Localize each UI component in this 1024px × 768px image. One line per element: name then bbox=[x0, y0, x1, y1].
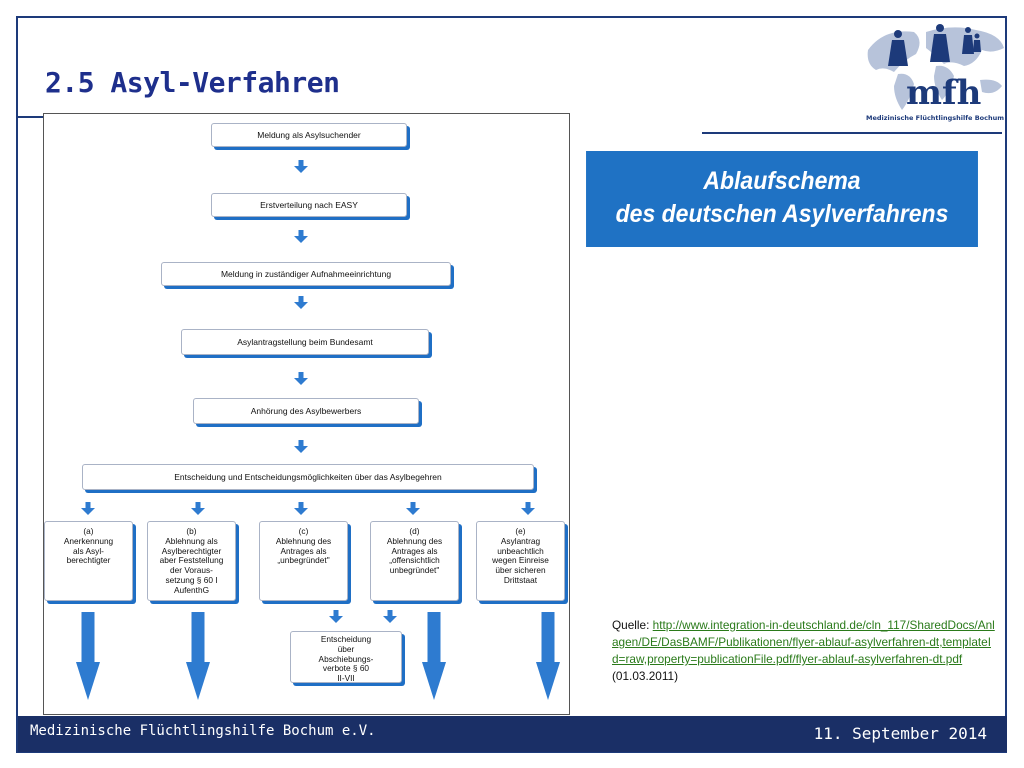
mfh-logo bbox=[867, 24, 1004, 110]
footer-organization: Medizinische Flüchtlingshilfe Bochum e.V… bbox=[30, 723, 376, 739]
flowchart-panel: Meldung als Asylsuchender Erstverteilung… bbox=[43, 113, 570, 715]
step-entscheidung: Entscheidung und Entscheidungsmöglichkei… bbox=[82, 464, 534, 490]
arrow-4 bbox=[294, 372, 308, 385]
outcome-e: (e) Asylantrag unbeachtlich wegen Einrei… bbox=[476, 521, 565, 601]
source-link[interactable]: http://www.integration-in-deutschland.de… bbox=[612, 618, 995, 666]
long-arrow-e bbox=[536, 612, 560, 700]
slide-title: 2.5 Asyl-Verfahren bbox=[45, 66, 340, 99]
step-meldung: Meldung als Asylsuchender bbox=[211, 123, 407, 147]
footer-date: 11. September 2014 bbox=[813, 724, 987, 743]
title-banner: Ablaufschema des deutschen Asylverfahren… bbox=[586, 151, 978, 247]
long-arrow-a bbox=[76, 612, 100, 700]
long-arrow-b bbox=[186, 612, 210, 700]
arrow-d-to-final bbox=[383, 610, 397, 623]
step-aufnahmeeinrichtung: Meldung in zuständiger Aufnahmeeinrichtu… bbox=[161, 262, 451, 286]
arrow-to-a bbox=[81, 502, 95, 515]
arrow-2 bbox=[294, 230, 308, 243]
arrow-c-to-final bbox=[329, 610, 343, 623]
banner-line-2: des deutschen Asylverfahrens bbox=[615, 200, 949, 228]
logo-wordmark: mfh bbox=[906, 73, 982, 113]
outcome-b: (b) Ablehnung als Asylberechtigter aber … bbox=[147, 521, 236, 601]
step-asylantragstellung: Asylantragstellung beim Bundesamt bbox=[181, 329, 429, 355]
arrow-to-d bbox=[406, 502, 420, 515]
banner-rule bbox=[702, 132, 1002, 134]
footer-bar: Medizinische Flüchtlingshilfe Bochum e.V… bbox=[18, 716, 1007, 752]
outcome-c: (c) Ablehnung des Antrages als „unbegrün… bbox=[259, 521, 348, 601]
step-erstverteilung: Erstverteilung nach EASY bbox=[211, 193, 407, 217]
source-note: Quelle: http://www.integration-in-deutsc… bbox=[612, 617, 997, 685]
source-label: Quelle: bbox=[612, 618, 650, 632]
arrow-5 bbox=[294, 440, 308, 453]
banner-line-1: Ablaufschema bbox=[703, 167, 861, 195]
long-arrow-d bbox=[422, 612, 446, 700]
arrow-3 bbox=[294, 296, 308, 309]
source-date: (01.03.2011) bbox=[612, 669, 679, 683]
final-abschiebungsverbote: Entscheidung über Abschiebungs- verbote … bbox=[290, 631, 402, 683]
logo-caption: Medizinische Flüchtlingshilfe Bochum bbox=[866, 114, 1005, 122]
arrow-to-b bbox=[191, 502, 205, 515]
arrow-to-c bbox=[294, 502, 308, 515]
arrow-1 bbox=[294, 160, 308, 173]
step-anhoerung: Anhörung des Asylbewerbers bbox=[193, 398, 419, 424]
outcome-d: (d) Ablehnung des Antrages als „offensic… bbox=[370, 521, 459, 601]
arrow-to-e bbox=[521, 502, 535, 515]
outcome-a: (a) Anerkennung als Asyl- berechtigter bbox=[44, 521, 133, 601]
